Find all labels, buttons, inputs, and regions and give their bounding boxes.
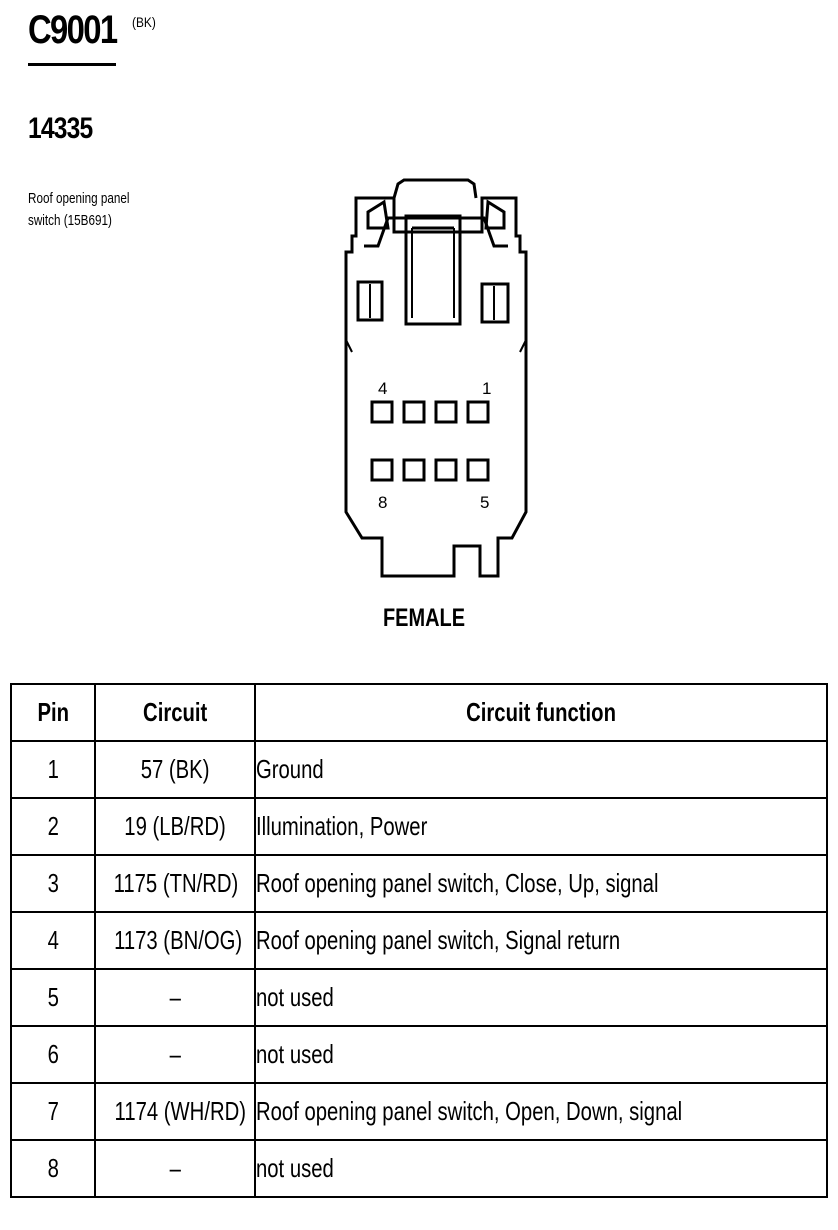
component-description-line-2: switch (15B691) [28, 212, 112, 229]
pin-label-4: 4 [378, 379, 387, 398]
function-cell: Roof opening panel switch, Signal return [254, 911, 828, 970]
header-circuit-function: Circuit function [254, 683, 828, 742]
pin-cavity-7 [402, 458, 426, 482]
component-description-line-1: Roof opening panel [28, 190, 130, 207]
table-row: 5–not used [10, 968, 828, 1027]
pin-cell: 4 [10, 911, 96, 970]
circuit-cell: – [94, 1139, 256, 1198]
connector-gender-label: FEMALE [383, 604, 465, 632]
pin-cell: 8 [10, 1139, 96, 1198]
title-underline [28, 63, 116, 66]
pin-cell: 7 [10, 1082, 96, 1141]
function-cell: Illumination, Power [254, 797, 828, 856]
table-header-row: Pin Circuit Circuit function [10, 683, 828, 742]
latch-left [366, 199, 390, 230]
table-row: 8–not used [10, 1139, 828, 1198]
circuit-cell: 1173 (BN/OG) [94, 911, 256, 970]
window-right [480, 282, 510, 324]
connector-housing-upper [344, 196, 528, 340]
circuit-cell: 19 (LB/RD) [94, 797, 256, 856]
function-cell: not used [254, 968, 828, 1027]
pin-label-8: 8 [378, 493, 387, 512]
pin-label-1: 1 [482, 379, 491, 398]
circuit-cell: 57 (BK) [94, 740, 256, 799]
function-cell: Ground [254, 740, 828, 799]
pin-cavity-4 [370, 400, 394, 424]
connector-color: (BK) [132, 14, 156, 30]
locking-tab [392, 178, 478, 199]
housing-inner-line [364, 216, 508, 248]
pin-cell: 1 [10, 740, 96, 799]
circuit-cell: – [94, 1025, 256, 1084]
pin-cell: 2 [10, 797, 96, 856]
pin-cavity-1 [466, 400, 490, 424]
header-pin: Pin [10, 683, 96, 742]
table-row: 6–not used [10, 1025, 828, 1084]
pin-cavity-2 [434, 400, 458, 424]
function-cell: Roof opening panel switch, Open, Down, s… [254, 1082, 828, 1141]
pin-cell: 6 [10, 1025, 96, 1084]
part-number: 14335 [28, 112, 93, 145]
pin-cavity-5 [466, 458, 490, 482]
function-cell: Roof opening panel switch, Close, Up, si… [254, 854, 828, 913]
key-slot [404, 214, 462, 326]
circuit-cell: 1175 (TN/RD) [94, 854, 256, 913]
pin-cell: 3 [10, 854, 96, 913]
connector-face-diagram: 4 1 8 5 FEMALE [344, 178, 528, 632]
latch-right [484, 199, 506, 230]
circuit-cell: 1174 (WH/RD) [94, 1082, 256, 1141]
connector-housing-lower [344, 340, 528, 578]
pin-cavity-6 [434, 458, 458, 482]
connector-id: C9001 [28, 8, 118, 52]
window-left [356, 280, 384, 322]
circuit-cell: – [94, 968, 256, 1027]
pin-label-5: 5 [480, 493, 489, 512]
function-cell: not used [254, 1139, 828, 1198]
function-cell: not used [254, 1025, 828, 1084]
pin-cell: 5 [10, 968, 96, 1027]
component-description: Roof opening panel switch (15B691) [28, 188, 129, 232]
pin-cavity-8 [370, 458, 394, 482]
header-circuit: Circuit [94, 683, 256, 742]
pin-cavity-3 [402, 400, 426, 424]
